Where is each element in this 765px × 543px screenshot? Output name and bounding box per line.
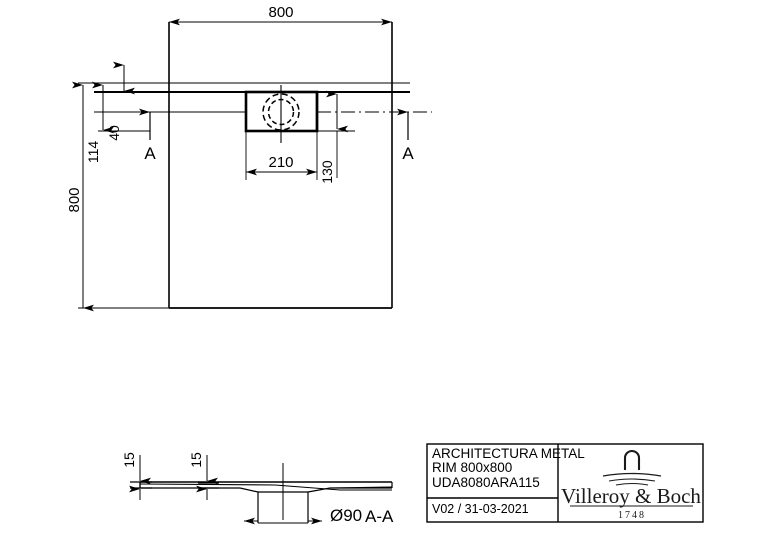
dim-label-40: 40 (106, 125, 122, 141)
brand-name: Villeroy & Boch (561, 484, 701, 508)
section-drain-outlet (257, 463, 309, 524)
dim-label-114: 114 (85, 141, 101, 164)
section-marker-right-label: A (402, 144, 414, 163)
title-block: ARCHITECTURA METAL RIM 800x800 UDA8080AR… (426, 443, 704, 523)
plan-view-group: 800 800 114 40 A A (66, 4, 432, 312)
dimension-offset-114: 114 (85, 81, 150, 164)
section-marker-right: A (397, 108, 414, 163)
dimension-drain-height-130: 130 (317, 90, 355, 184)
dimension-width-800: 800 (168, 4, 393, 80)
dim-label-thickness-mid: 15 (188, 452, 204, 468)
title-product-line1: ARCHITECTURA METAL (432, 446, 585, 461)
dimension-drain-diameter: Ø90 (244, 506, 362, 525)
section-view-group: 15 15 Ø90 A-A (121, 452, 394, 526)
dim-label-210: 210 (268, 154, 293, 171)
section-view-label: A-A (365, 507, 394, 526)
title-product-code: UDA8080ARA115 (432, 475, 540, 490)
dimension-thickness-mid-15: 15 (188, 452, 219, 500)
title-revision: V02 / 31-03-2021 (432, 502, 529, 516)
section-marker-left-label: A (144, 144, 156, 163)
dimension-drain-width-210: 210 (245, 131, 318, 180)
arch-icon (602, 449, 662, 486)
dimension-height-800: 800 (66, 81, 169, 312)
section-marker-left: A (139, 108, 156, 163)
dim-label-thickness-left: 15 (121, 452, 137, 468)
dimension-thickness-left-15: 15 (121, 452, 152, 500)
dim-label-diameter: Ø90 (330, 506, 362, 525)
brand-year: 1748 (618, 510, 646, 521)
brand-logo: Villeroy & Boch 1748 (561, 449, 701, 521)
title-product-line2: RIM 800x800 (432, 460, 512, 475)
dim-label-130: 130 (319, 160, 335, 184)
dimension-offset-40: 40 (106, 61, 150, 141)
dim-label-width: 800 (268, 4, 293, 21)
dim-label-height: 800 (66, 187, 83, 212)
